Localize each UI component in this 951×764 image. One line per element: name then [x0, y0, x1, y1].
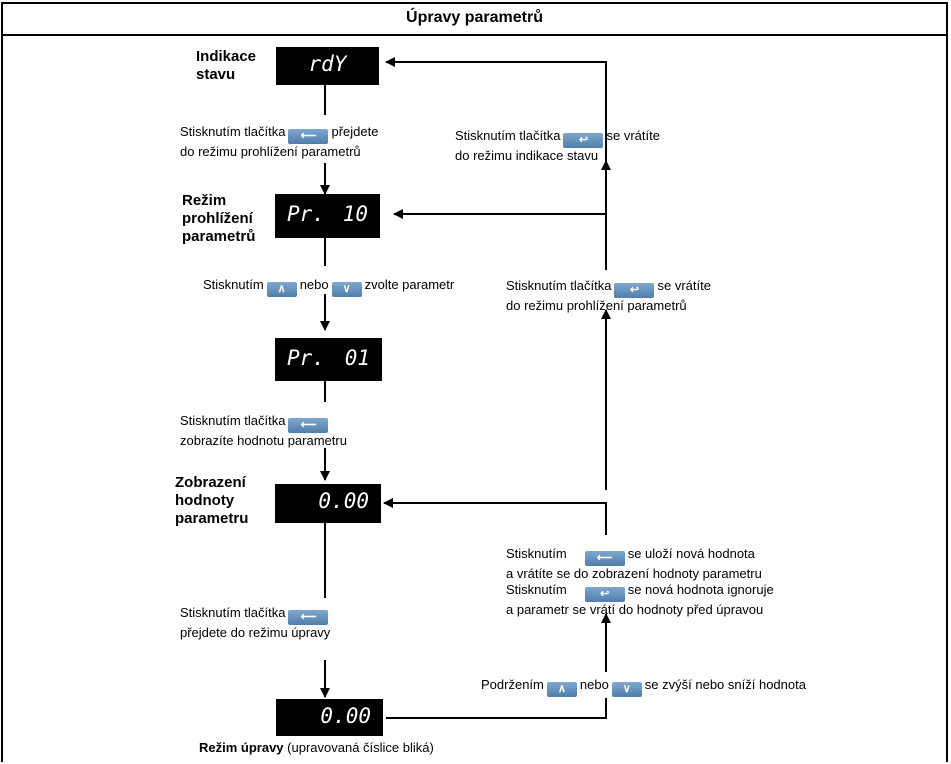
- instruction-to-browse-back: Stisknutím tlačítka↩se vrátíte do režimu…: [506, 278, 711, 313]
- page-title: Úpravy parametrů: [1, 2, 948, 36]
- display-status: rdY: [276, 47, 379, 85]
- display-browse: Pr. 10: [275, 194, 380, 238]
- display-param: Pr. 01: [275, 338, 382, 381]
- instruction-show-value: Stisknutím tlačítka⟵ zobrazíte hodnotu p…: [180, 413, 347, 448]
- back-key-icon: ↩: [614, 283, 655, 298]
- enter-key-icon: ⟵: [584, 551, 625, 566]
- display-value: 0.00: [275, 484, 381, 523]
- down-key-icon: ∨: [611, 682, 642, 697]
- up-key-icon: ∧: [546, 682, 577, 697]
- instruction-select-param: Stisknutím∧nebo∨zvolte parametr: [203, 277, 455, 297]
- arrow-from-edit: [386, 698, 607, 719]
- instruction-to-browse: Stisknutím tlačítka⟵přejdete do režimu p…: [180, 124, 379, 159]
- back-key-icon: ↩: [584, 587, 625, 602]
- instruction-to-status: Stisknutím tlačítka↩se vrátíte do režimu…: [455, 128, 660, 163]
- enter-key-icon: ⟵: [288, 418, 329, 433]
- arrow-return-value: [383, 498, 607, 535]
- instruction-save-ignore: Stisknutím⟵se uloží nová hodnota a vrátí…: [506, 546, 774, 617]
- enter-key-icon: ⟵: [288, 129, 329, 144]
- down-key-icon: ∨: [331, 282, 362, 297]
- instruction-to-edit: Stisknutím tlačítka⟵ přejdete do režimu …: [180, 605, 331, 640]
- back-key-icon: ↩: [563, 133, 604, 148]
- up-key-icon: ∧: [266, 282, 297, 297]
- arrow-return-browse: [393, 209, 607, 270]
- display-edit: 0.00: [276, 699, 383, 736]
- label-edit: Režim úpravy (upravovaná číslice bliká): [199, 740, 434, 755]
- instruction-adjust-value: Podržením∧nebo∨se zvýší nebo sníží hodno…: [481, 677, 806, 697]
- enter-key-icon: ⟵: [288, 610, 329, 625]
